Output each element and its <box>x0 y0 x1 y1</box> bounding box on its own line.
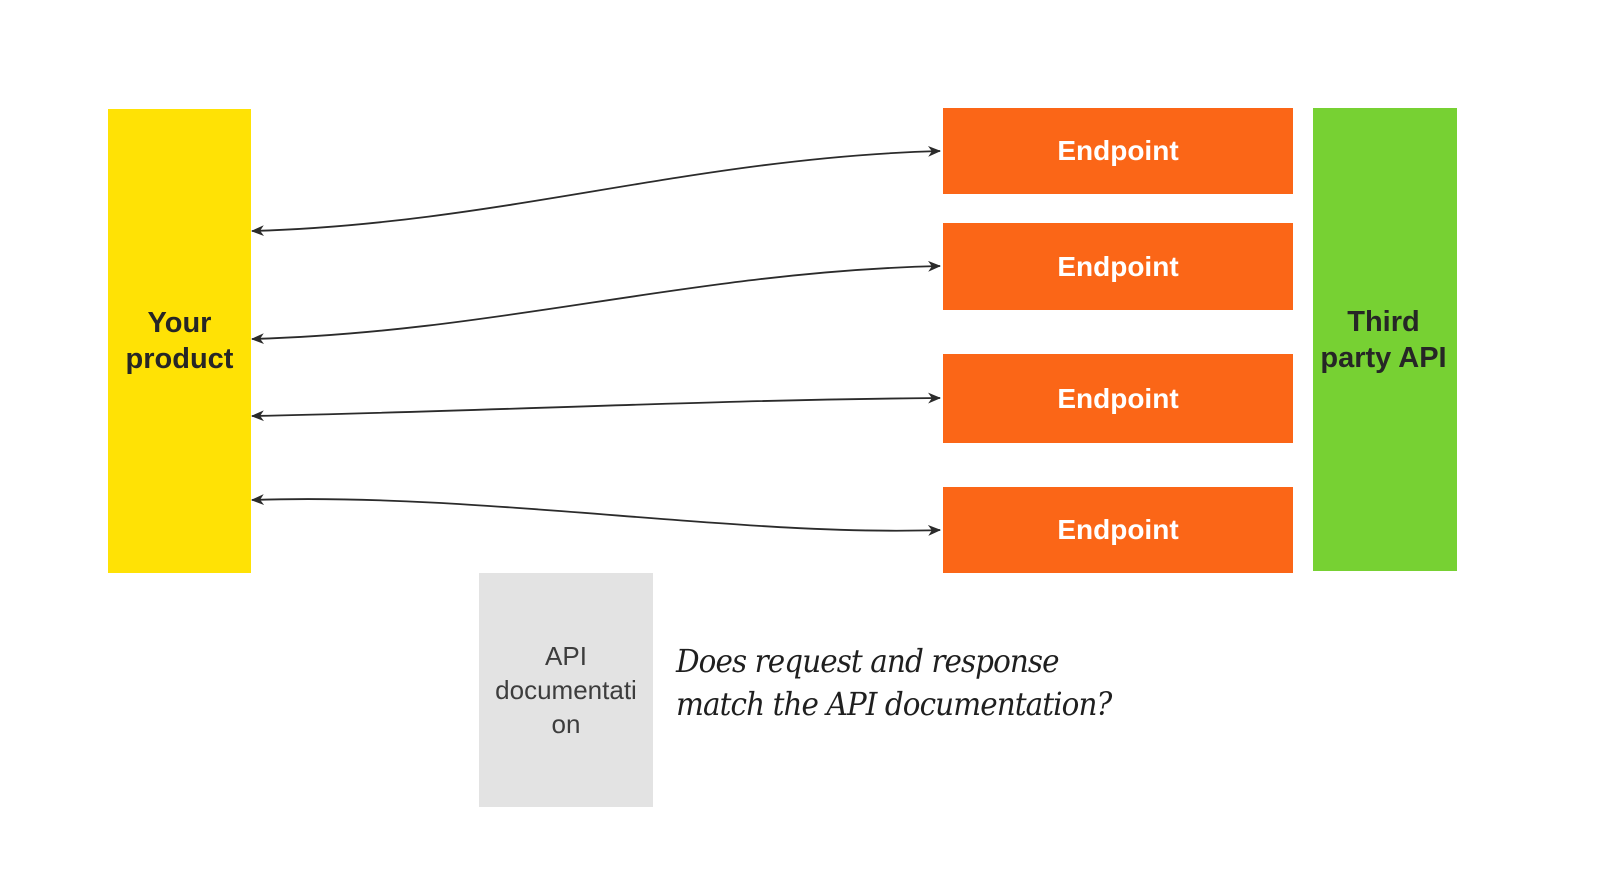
handwritten-annotation: Does request and response match the API … <box>676 640 1112 726</box>
third-party-api-label: Third party API <box>1320 305 1447 374</box>
annotation-line-1: Does request and response <box>676 642 1060 680</box>
endpoint-label: Endpoint <box>1057 514 1179 545</box>
connection-arrow-3 <box>250 392 942 422</box>
annotation-line-2: match the API documentation? <box>676 685 1112 723</box>
api-documentation-line-2: documentati <box>495 675 637 705</box>
endpoint-box-1: Endpoint <box>943 108 1293 194</box>
connection-arrow-1 <box>250 145 942 237</box>
your-product-box: Your product <box>108 109 251 573</box>
endpoint-label: Endpoint <box>1057 382 1179 414</box>
api-documentation-line-3: on <box>551 709 581 739</box>
your-product-label: Your product <box>125 307 234 375</box>
api-documentation-line-1: API <box>545 641 587 671</box>
endpoint-label: Endpoint <box>1057 250 1179 282</box>
connection-arrow-4 <box>250 494 942 536</box>
endpoint-box-3: Endpoint <box>943 354 1293 443</box>
endpoint-box-4: Endpoint <box>943 487 1293 573</box>
api-documentation-box: API documentati on <box>479 573 653 807</box>
endpoint-box-2: Endpoint <box>943 223 1293 310</box>
connection-arrow-2 <box>250 260 942 345</box>
api-documentation-label: API documentati on <box>495 639 637 741</box>
endpoint-label: Endpoint <box>1057 135 1179 166</box>
third-party-api-box: Third party API <box>1313 108 1457 571</box>
